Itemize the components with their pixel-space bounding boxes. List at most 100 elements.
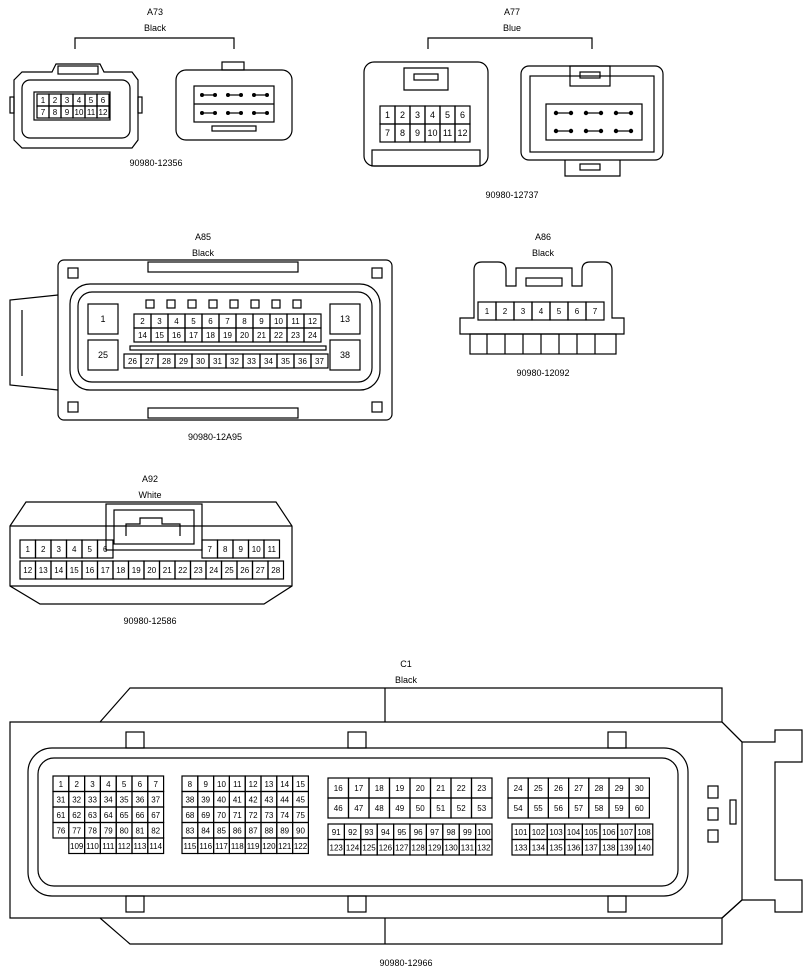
a85-face-outer [69, 283, 381, 391]
c1-pin-cell [475, 838, 493, 856]
c1-pin-label: 91 [332, 828, 341, 837]
a85-pin-label: 18 [206, 331, 215, 340]
a92-pin-cell [263, 539, 281, 559]
a92-pin-label: 27 [256, 566, 265, 575]
c1-pin-label: 69 [201, 811, 210, 820]
a85-large-pin-cell [329, 303, 361, 335]
a92-pin-label: 2 [41, 545, 46, 554]
c1-pin-label: 89 [280, 826, 289, 835]
a77-id: A77 [504, 7, 520, 17]
a85-small-slot [145, 299, 155, 309]
c1-pin-label: 58 [594, 804, 603, 813]
a77-terminal-dot [568, 110, 574, 116]
c1-key-5 [347, 895, 367, 913]
a85-separator [129, 345, 327, 351]
c1-pin-label: 32 [72, 795, 81, 804]
c1-pin-label: 59 [615, 804, 624, 813]
a92-pin-label: 21 [163, 566, 172, 575]
a92-pin-label: 16 [85, 566, 94, 575]
c1-pin-label: 25 [534, 784, 543, 793]
a85-pin-label: 34 [264, 357, 273, 366]
a73-pin-label: 5 [89, 96, 94, 105]
c1-pin-label: 75 [296, 811, 305, 820]
c1-right-step [721, 721, 743, 919]
c1-pin-label: 24 [514, 784, 523, 793]
c1-side-key-3 [707, 829, 719, 843]
c1-pin-label: 135 [549, 843, 563, 852]
c1-pin-label: 126 [379, 843, 393, 852]
a77-color: Blue [503, 23, 521, 33]
c1-pin-cell [292, 837, 310, 855]
c1-side-key-2 [707, 807, 719, 821]
c1-pin-label: 108 [637, 828, 651, 837]
c1-pin-label: 2 [74, 780, 79, 789]
c1-pin-label: 64 [104, 811, 113, 820]
a73-pin-cell [96, 105, 110, 119]
a73-pin-cavity [33, 91, 111, 121]
c1-pin-label: 65 [120, 811, 129, 820]
a86-pin-label: 4 [539, 307, 544, 316]
a77-terminal-dot [568, 128, 574, 134]
c1-part-number: 90980-12966 [379, 958, 432, 968]
a85-small-slot [250, 299, 260, 309]
c1-pin-label: 76 [56, 826, 65, 835]
c1-pin-label: 100 [477, 828, 491, 837]
a85-large-pin-cell [87, 303, 119, 335]
c1-pin-label: 44 [280, 795, 289, 804]
a85-top-lock [147, 261, 299, 273]
c1-pin-label: 9 [203, 780, 208, 789]
c1-pin-label: 87 [249, 826, 258, 835]
a85-small-slot [292, 299, 302, 309]
c1-pin-label: 67 [151, 811, 160, 820]
a85-part-number: 90980-12A95 [188, 432, 242, 442]
a92-pin-label: 4 [72, 545, 77, 554]
a85-large-pin-cell [329, 339, 361, 371]
c1-pin-label: 48 [375, 804, 384, 813]
c1-pin-label: 7 [153, 780, 158, 789]
c1-pin-label: 81 [135, 826, 144, 835]
a92-latch-inner [113, 509, 195, 545]
c1-pin-label: 22 [457, 784, 466, 793]
c1-pin-label: 5 [122, 780, 127, 789]
c1-pin-label: 118 [231, 842, 244, 851]
c1-pin-label: 41 [233, 795, 242, 804]
c1-pin-label: 112 [118, 842, 131, 851]
c1-pin-cell [628, 797, 651, 819]
a92-pin-label: 17 [101, 566, 110, 575]
a86-latch [525, 277, 563, 287]
a92-pin-label: 14 [54, 566, 63, 575]
a85-pin-label: 27 [145, 357, 154, 366]
a92-pin-label: 5 [88, 545, 93, 554]
c1-pin-label: 92 [348, 828, 357, 837]
c1-pin-label: 63 [88, 811, 97, 820]
c1-pin-label: 33 [88, 795, 97, 804]
a92-housing [9, 501, 293, 605]
a85-pin-label: 37 [315, 357, 324, 366]
a86-id: A86 [535, 232, 551, 242]
a77-pin-label: 9 [415, 128, 420, 138]
c1-pin-label: 30 [635, 784, 644, 793]
c1-pin-label: 16 [334, 784, 343, 793]
a92-pin-label: 18 [116, 566, 125, 575]
c1-pin-label: 27 [574, 784, 583, 793]
a85-corner-br [371, 401, 383, 413]
a85-color: Black [192, 248, 215, 258]
c1-pin-label: 79 [104, 826, 113, 835]
a85-small-slot [208, 299, 218, 309]
a85-pin-label: 21 [257, 331, 266, 340]
a77-male-terminals [553, 110, 634, 134]
a85-pin-label: 12 [308, 317, 317, 326]
a77-female-latch [403, 67, 449, 91]
a73-male-key [211, 125, 257, 132]
a77-pin-label: 6 [460, 110, 465, 120]
a92-id: A92 [142, 474, 158, 484]
c1-pin-label: 47 [354, 804, 363, 813]
a77-female-base [371, 149, 481, 167]
c1-pin-label: 18 [375, 784, 384, 793]
